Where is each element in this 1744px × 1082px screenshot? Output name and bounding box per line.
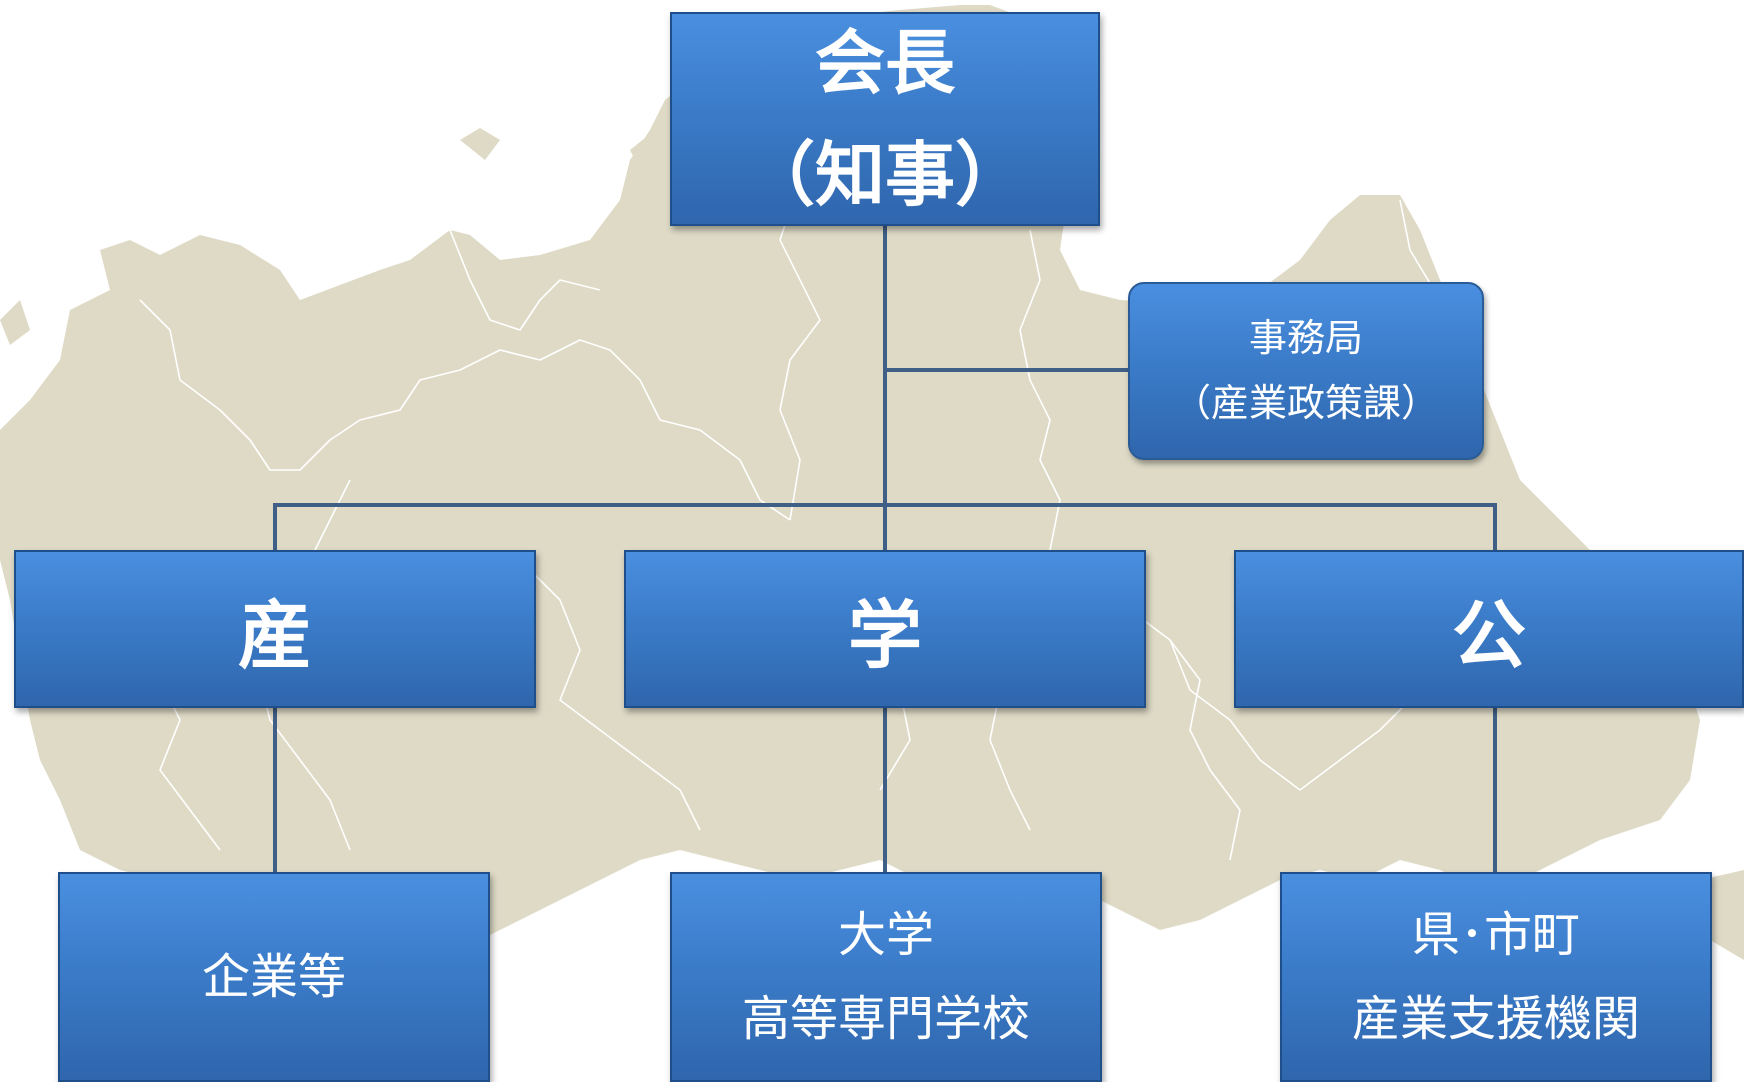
- members-academia-line1: 大学: [837, 907, 934, 963]
- secretariat-subtitle: （産業政策課）: [1172, 381, 1439, 425]
- members-industry-box: 企業等: [58, 872, 490, 1082]
- members-public-box: 県･市町 産業支援機関: [1280, 872, 1712, 1082]
- category-industry-box: 産: [14, 550, 536, 708]
- secretariat-title: 事務局: [1248, 316, 1363, 361]
- president-title: 会長: [815, 22, 955, 104]
- president-subtitle: （知事）: [745, 134, 1025, 216]
- category-academia-label: 学: [848, 592, 922, 679]
- category-industry-label: 産: [238, 592, 312, 679]
- members-industry-label: 企業等: [201, 949, 346, 1005]
- members-academia-box: 大学 高等専門学校: [670, 872, 1102, 1082]
- category-public-box: 公: [1234, 550, 1744, 708]
- president-box: 会長 （知事）: [670, 12, 1100, 226]
- secretariat-box: 事務局 （産業政策課）: [1128, 282, 1484, 460]
- category-academia-box: 学: [624, 550, 1146, 708]
- members-public-line2: 産業支援機関: [1351, 991, 1640, 1047]
- category-public-label: 公: [1452, 592, 1526, 679]
- members-public-line1: 県･市町: [1411, 907, 1580, 963]
- members-academia-line2: 高等専門学校: [741, 991, 1030, 1047]
